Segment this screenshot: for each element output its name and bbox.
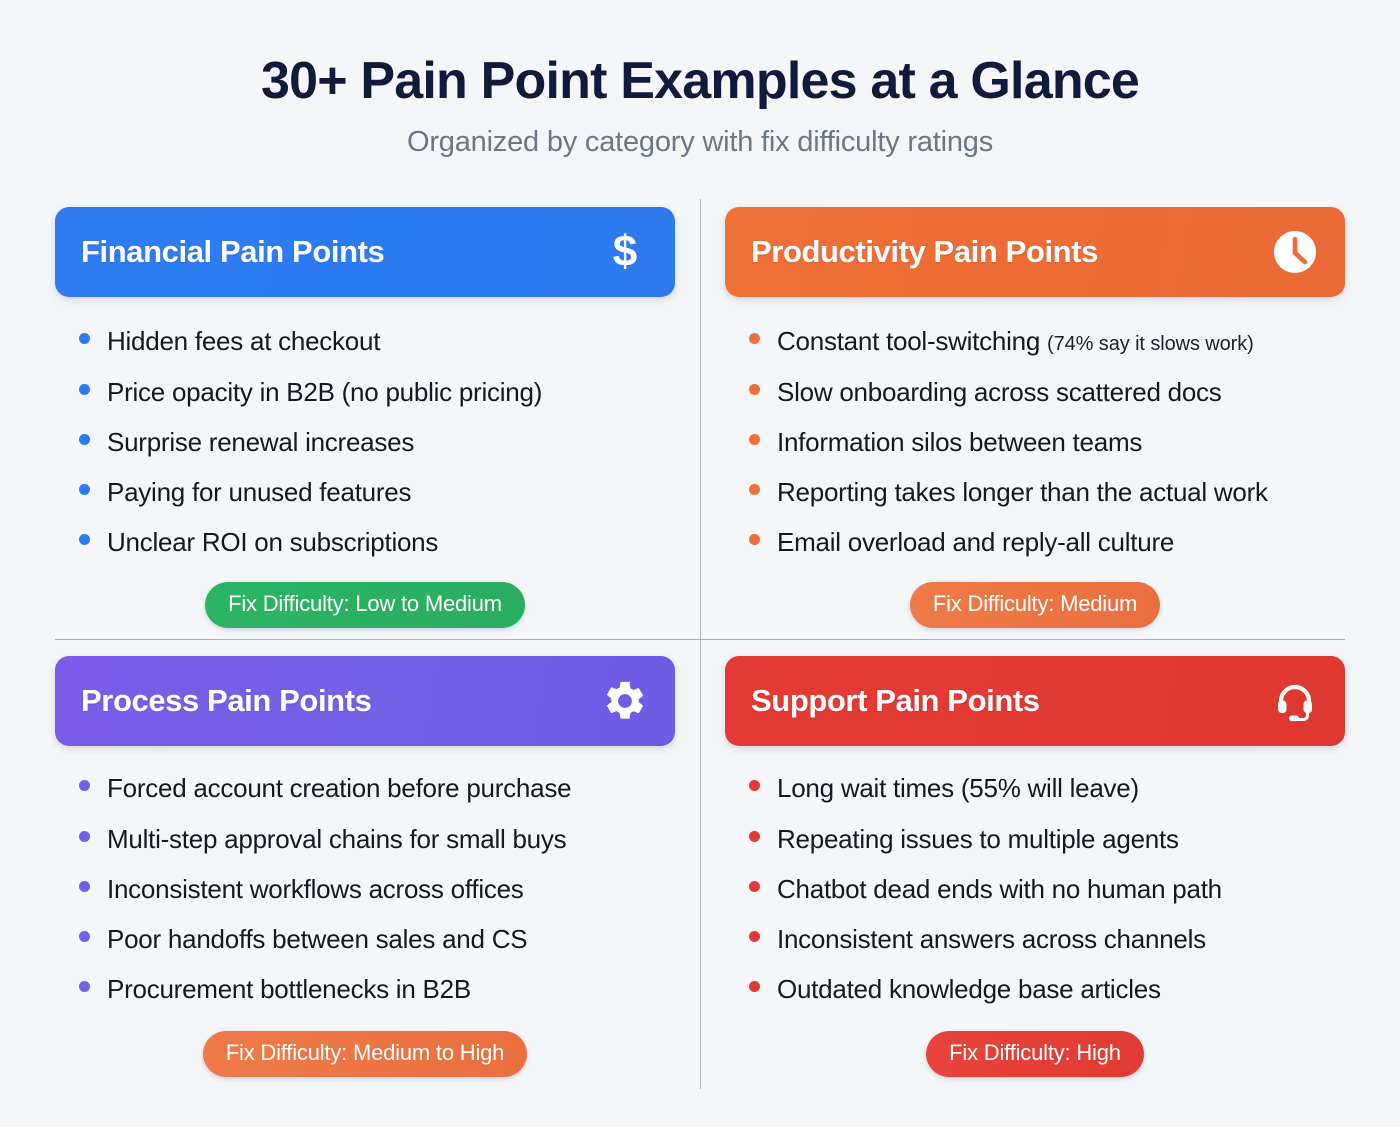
- card-productivity: Productivity Pain Points Constant tool-s…: [700, 195, 1400, 644]
- bullet-dot: [79, 830, 90, 842]
- clock-icon: [1271, 228, 1319, 276]
- bullet-text: Procurement bottlenecks in B2B: [107, 974, 471, 1005]
- card-process: Process Pain Points Forced account creat…: [0, 644, 700, 1093]
- list-item: Unclear ROI on subscriptions: [79, 526, 675, 559]
- bullet-dot: [749, 981, 760, 993]
- bullet-dot: [749, 433, 760, 445]
- card-title-process: Process Pain Points: [81, 683, 372, 719]
- bullet-text: Chatbot dead ends with no human path: [777, 873, 1222, 904]
- page-title: 30+ Pain Point Examples at a Glance: [260, 52, 1140, 110]
- bullet-text: Long wait times (55% will leave): [777, 773, 1139, 804]
- card-header-financial: Financial Pain Points $: [55, 207, 675, 298]
- bullet-text: Price opacity in B2B (no public pricing): [107, 376, 543, 407]
- bullet-text: Forced account creation before purchase: [107, 773, 572, 804]
- list-item: Multi-step approval chains for small buy…: [79, 823, 675, 856]
- bullet-list-productivity: Constant tool-switching (74% say it slow…: [725, 325, 1345, 559]
- list-item: Poor handoffs between sales and CS: [79, 923, 675, 956]
- list-item: Chatbot dead ends with no human path: [749, 873, 1345, 906]
- gear-icon: [601, 677, 649, 725]
- card-title-financial: Financial Pain Points: [81, 234, 385, 270]
- status-badge-support: Fix Difficulty: High: [926, 1030, 1144, 1077]
- list-item: Outdated knowledge base articles: [749, 973, 1345, 1006]
- list-item: Information silos between teams: [749, 426, 1345, 459]
- pain-point-grid: Financial Pain Points $ Hidden fees at c…: [0, 195, 1400, 1093]
- list-item: Procurement bottlenecks in B2B: [79, 973, 675, 1006]
- bullet-dot: [79, 534, 90, 546]
- dollar-icon: $: [601, 228, 649, 276]
- infographic-header: 30+ Pain Point Examples at a Glance Orga…: [0, 0, 1400, 159]
- list-item: Forced account creation before purchase: [79, 772, 675, 805]
- list-item: Price opacity in B2B (no public pricing): [79, 376, 675, 409]
- bullet-text: Constant tool-switching: [777, 326, 1041, 357]
- list-item: Reporting takes longer than the actual w…: [749, 476, 1345, 509]
- card-financial: Financial Pain Points $ Hidden fees at c…: [0, 195, 700, 644]
- svg-text:$: $: [613, 230, 637, 274]
- bullet-dot: [749, 830, 760, 842]
- bullet-text: Hidden fees at checkout: [107, 326, 381, 357]
- bullet-dot: [79, 383, 90, 395]
- badge-row-productivity: Fix Difficulty: Medium: [725, 581, 1345, 628]
- card-header-process: Process Pain Points: [55, 656, 675, 747]
- bullet-text: Outdated knowledge base articles: [777, 974, 1161, 1005]
- bullet-list-support: Long wait times (55% will leave) Repeati…: [725, 772, 1345, 1006]
- bullet-dot: [79, 880, 90, 892]
- bullet-text: Multi-step approval chains for small buy…: [107, 823, 567, 854]
- bullet-text: Inconsistent workflows across offices: [107, 873, 524, 904]
- bullet-text: Inconsistent answers across channels: [777, 924, 1206, 955]
- bullet-dot: [749, 534, 760, 546]
- bullet-text: Slow onboarding across scattered docs: [777, 376, 1222, 407]
- bullet-dot: [749, 333, 760, 345]
- bullet-dot: [749, 484, 760, 496]
- list-item: Repeating issues to multiple agents: [749, 823, 1345, 856]
- list-item: Paying for unused features: [79, 476, 675, 509]
- list-item: Long wait times (55% will leave): [749, 772, 1345, 805]
- list-item: Surprise renewal increases: [79, 426, 675, 459]
- bullet-text: Reporting takes longer than the actual w…: [777, 477, 1268, 508]
- card-title-productivity: Productivity Pain Points: [751, 234, 1098, 270]
- card-header-support: Support Pain Points: [725, 656, 1345, 747]
- bullet-dot: [79, 433, 90, 445]
- bullet-list-process: Forced account creation before purchase …: [55, 772, 675, 1006]
- bullet-dot: [79, 981, 90, 993]
- bullet-text: Paying for unused features: [107, 477, 412, 508]
- bullet-dot: [749, 383, 760, 395]
- card-support: Support Pain Points Long wait times (55%…: [700, 644, 1400, 1093]
- bullet-list-financial: Hidden fees at checkout Price opacity in…: [55, 325, 675, 559]
- status-badge-process: Fix Difficulty: Medium to High: [202, 1030, 528, 1077]
- list-item: Constant tool-switching (74% say it slow…: [749, 325, 1345, 358]
- headset-icon: [1271, 677, 1319, 725]
- status-badge-financial: Fix Difficulty: Low to Medium: [205, 581, 525, 628]
- bullet-dot: [749, 780, 760, 792]
- bullet-text: Email overload and reply-all culture: [777, 527, 1175, 558]
- bullet-text: Information silos between teams: [777, 426, 1143, 457]
- list-item: Inconsistent workflows across offices: [79, 873, 675, 906]
- page-subtitle: Organized by category with fix difficult…: [406, 126, 994, 159]
- list-item: Slow onboarding across scattered docs: [749, 376, 1345, 409]
- card-title-support: Support Pain Points: [751, 683, 1040, 719]
- horizontal-divider: [55, 639, 1345, 641]
- list-item: Inconsistent answers across channels: [749, 923, 1345, 956]
- badge-row-process: Fix Difficulty: Medium to High: [55, 1030, 675, 1077]
- bullet-dot: [79, 931, 90, 943]
- card-header-productivity: Productivity Pain Points: [725, 207, 1345, 298]
- status-badge-productivity: Fix Difficulty: Medium: [909, 581, 1161, 628]
- bullet-text: Repeating issues to multiple agents: [777, 823, 1179, 854]
- vertical-divider: [700, 199, 701, 1090]
- bullet-dot: [79, 484, 90, 496]
- bullet-text: Poor handoffs between sales and CS: [107, 924, 528, 955]
- list-item: Email overload and reply-all culture: [749, 526, 1345, 559]
- bullet-text: Surprise renewal increases: [107, 426, 415, 457]
- list-item: Hidden fees at checkout: [79, 325, 675, 358]
- badge-row-support: Fix Difficulty: High: [725, 1030, 1345, 1077]
- bullet-note: (74% say it slows work): [1047, 333, 1254, 356]
- bullet-dot: [79, 333, 90, 345]
- bullet-dot: [79, 780, 90, 792]
- bullet-dot: [749, 880, 760, 892]
- bullet-text: Unclear ROI on subscriptions: [107, 527, 439, 558]
- badge-row-financial: Fix Difficulty: Low to Medium: [55, 581, 675, 628]
- bullet-dot: [749, 931, 760, 943]
